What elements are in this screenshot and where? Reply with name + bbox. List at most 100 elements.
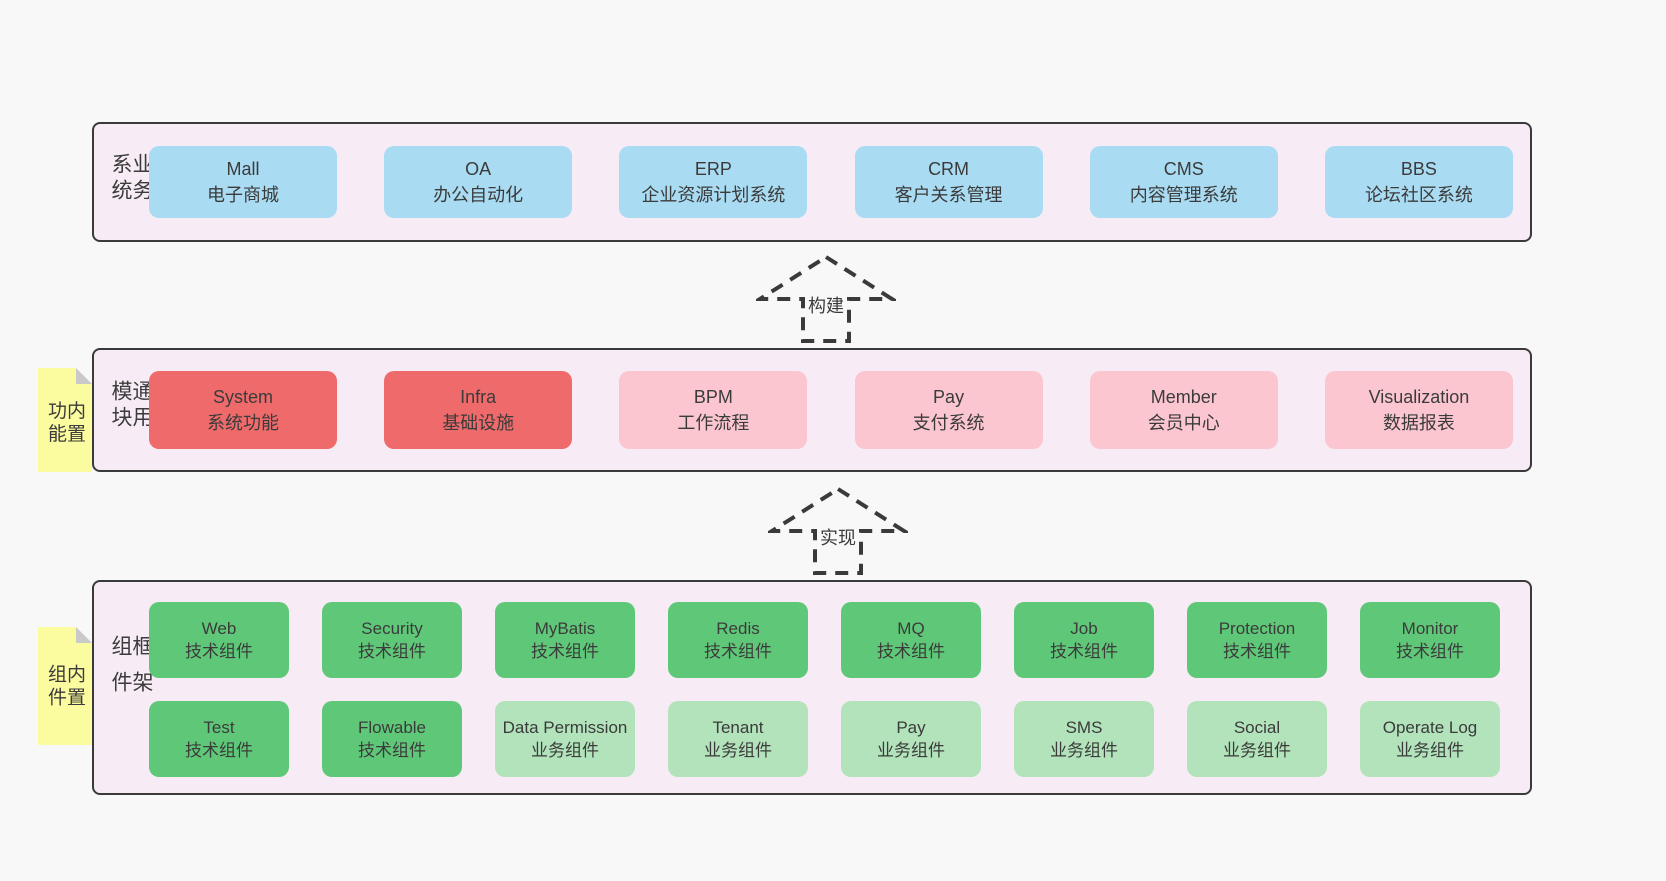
box-name: Tenant	[712, 718, 764, 737]
box-name: System	[212, 387, 273, 407]
box-visualization: Visualization 数据报表	[1324, 371, 1513, 449]
box-name: Security	[361, 619, 423, 638]
panel-common-modules: 通用模块 System 系统功能 Infra 基础设施 BPM 工作流程 Pay…	[92, 348, 1532, 472]
box-data-permission: Data Permission 业务组件	[495, 701, 635, 777]
box-desc: 技术组件	[1223, 642, 1291, 661]
box-desc: 业务组件	[1223, 741, 1291, 760]
box-name: CRM	[928, 159, 970, 179]
box-redis: Redis 技术组件	[668, 602, 808, 678]
box-desc: 技术组件	[531, 642, 599, 661]
box-infra: Infra 基础设施	[384, 371, 573, 449]
box-name: OA	[465, 159, 492, 179]
box-desc: 技术组件	[358, 741, 426, 760]
box-desc: 基础设施	[442, 413, 515, 433]
box-flowable: Flowable 技术组件	[322, 701, 462, 777]
box-name: CMS	[1163, 159, 1204, 179]
up-arrow-icon	[768, 486, 908, 575]
up-arrow-icon	[756, 254, 896, 343]
panel-business-systems: 业务系统 Mall 电子商城 OA 办公自动化 ERP 企业资源计划系统 CRM…	[92, 122, 1532, 242]
box-desc: 技术组件	[1396, 642, 1464, 661]
sticky-note-built-in-functions: 内置功能	[38, 368, 92, 472]
box-name: Flowable	[357, 718, 427, 737]
box-desc: 支付系统	[912, 413, 985, 433]
box-name: ERP	[694, 159, 732, 179]
box-sms: SMS 业务组件	[1014, 701, 1154, 777]
box-test: Test 技术组件	[149, 701, 289, 777]
box-name: BBS	[1400, 159, 1437, 179]
box-name: Protection	[1218, 619, 1296, 638]
box-name: Pay	[933, 387, 965, 407]
panel-modules-label: 通用模块	[109, 380, 153, 432]
box-desc: 内容管理系统	[1129, 185, 1238, 205]
box-monitor: Monitor 技术组件	[1360, 602, 1500, 678]
sticky-note-text: 内置组件	[45, 663, 85, 710]
box-desc: 技术组件	[1050, 642, 1118, 661]
box-pay-component: Pay 业务组件	[841, 701, 981, 777]
box-desc: 业务组件	[877, 741, 945, 760]
box-desc: 客户关系管理	[894, 185, 1003, 205]
box-member: Member 会员中心	[1089, 371, 1278, 449]
box-desc: 业务组件	[704, 741, 772, 760]
box-desc: 企业资源计划系统	[641, 185, 786, 205]
sticky-note-text: 内置功能	[45, 400, 85, 447]
box-name: Test	[203, 718, 235, 737]
box-social: Social 业务组件	[1187, 701, 1327, 777]
box-system: System 系统功能	[149, 371, 337, 449]
box-crm: CRM 客户关系管理	[854, 146, 1043, 218]
box-name: MyBatis	[534, 619, 596, 638]
panel-business-label: 业务系统	[109, 153, 153, 205]
box-desc: 技术组件	[358, 642, 426, 661]
box-desc: 业务组件	[531, 741, 599, 760]
box-desc: 技术组件	[185, 642, 253, 661]
box-desc: 电子商城	[207, 185, 279, 205]
box-name: BPM	[693, 387, 733, 407]
box-name: Data Permission	[502, 718, 628, 737]
framework-row-1: Web 技术组件 Security 技术组件 MyBatis 技术组件 Redi…	[149, 602, 1500, 678]
box-tenant: Tenant 业务组件	[668, 701, 808, 777]
modules-boxes-row: System 系统功能 Infra 基础设施 BPM 工作流程 Pay 支付系统…	[149, 371, 1513, 449]
box-mq: MQ 技术组件	[841, 602, 981, 678]
box-job: Job 技术组件	[1014, 602, 1154, 678]
arrow-build-label: 构建	[805, 292, 847, 318]
box-security: Security 技术组件	[322, 602, 462, 678]
box-desc: 论坛社区系统	[1364, 185, 1473, 205]
panel-framework-label: 框架组件	[109, 634, 153, 707]
box-pay-module: Pay 支付系统	[854, 371, 1043, 449]
box-desc: 会员中心	[1147, 413, 1220, 433]
box-mall: Mall 电子商城	[149, 146, 337, 218]
box-name: Job	[1070, 619, 1098, 638]
box-desc: 办公自动化	[433, 185, 524, 205]
box-name: Redis	[716, 619, 760, 638]
box-desc: 系统功能	[207, 413, 279, 433]
box-name: Operate Log	[1382, 718, 1478, 737]
arrow-implement-label: 实现	[817, 524, 859, 550]
box-name: Pay	[896, 718, 926, 737]
box-desc: 工作流程	[677, 413, 750, 433]
framework-row-2: Test 技术组件 Flowable 技术组件 Data Permission …	[149, 701, 1500, 777]
box-desc: 技术组件	[704, 642, 772, 661]
box-mybatis: MyBatis 技术组件	[495, 602, 635, 678]
box-name: MQ	[897, 619, 925, 638]
box-name: Web	[201, 619, 237, 638]
sticky-note-built-in-components: 内置组件	[38, 627, 92, 745]
box-name: Monitor	[1401, 619, 1459, 638]
arrow-build: 构建	[756, 253, 896, 345]
business-boxes-row: Mall 电子商城 OA 办公自动化 ERP 企业资源计划系统 CRM 客户关系…	[149, 146, 1513, 218]
box-name: Mall	[226, 159, 260, 179]
box-bpm: BPM 工作流程	[619, 371, 808, 449]
arrow-implement: 实现	[768, 485, 908, 577]
box-erp: ERP 企业资源计划系统	[619, 146, 808, 218]
box-name: Visualization	[1368, 387, 1470, 407]
box-desc: 数据报表	[1382, 413, 1455, 433]
box-name: Member	[1150, 387, 1217, 407]
box-desc: 技术组件	[185, 741, 253, 760]
box-name: Infra	[460, 387, 497, 407]
box-operate-log: Operate Log 业务组件	[1360, 701, 1500, 777]
panel-framework-components: 框架组件 Web 技术组件 Security 技术组件 MyBatis 技术组件…	[92, 580, 1532, 795]
box-desc: 业务组件	[1396, 741, 1464, 760]
box-desc: 业务组件	[1050, 741, 1118, 760]
box-cms: CMS 内容管理系统	[1089, 146, 1278, 218]
box-name: Social	[1233, 718, 1281, 737]
box-web: Web 技术组件	[149, 602, 289, 678]
